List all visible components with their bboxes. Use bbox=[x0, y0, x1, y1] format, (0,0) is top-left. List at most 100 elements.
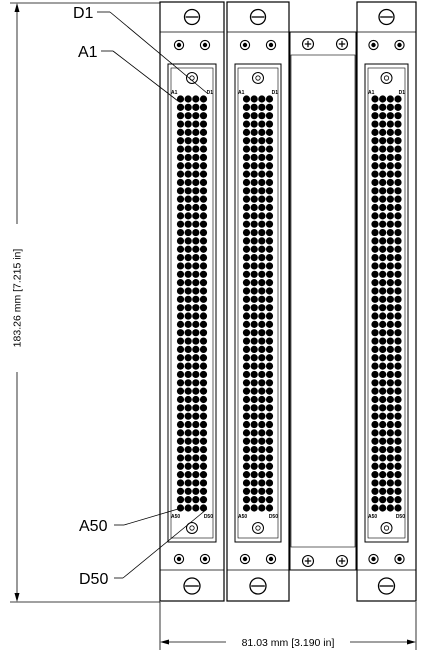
pin-label-bottom-left: A50 bbox=[368, 514, 377, 520]
contact-pin bbox=[386, 454, 394, 462]
contact-pin bbox=[265, 279, 274, 287]
contact-pin bbox=[258, 420, 266, 429]
contact-pin bbox=[184, 387, 192, 395]
contact-pin bbox=[250, 337, 258, 345]
leader-line-a1 bbox=[112, 50, 179, 102]
contact-pin bbox=[379, 170, 387, 178]
contact-pin bbox=[265, 479, 274, 487]
connector-housing bbox=[234, 63, 282, 543]
mounting-hole-icon bbox=[394, 39, 405, 51]
contact-pin bbox=[242, 362, 251, 370]
contact-pin bbox=[394, 420, 402, 429]
contact-pin bbox=[371, 362, 379, 370]
contact-pin bbox=[394, 137, 402, 145]
contact-pin bbox=[265, 345, 274, 354]
contact-pin bbox=[242, 203, 251, 212]
contact-pin bbox=[176, 237, 185, 245]
contact-pin bbox=[371, 320, 379, 328]
contact-pin bbox=[242, 262, 251, 270]
contact-pin bbox=[371, 412, 379, 420]
pin-label-top-right: D1 bbox=[207, 90, 214, 96]
contact-pin bbox=[379, 387, 387, 395]
contact-pin bbox=[394, 245, 402, 253]
contact-pin bbox=[394, 103, 402, 111]
contact-pin bbox=[386, 245, 394, 253]
leader-line-a50 bbox=[123, 508, 179, 526]
contact-pin bbox=[242, 312, 251, 320]
contact-pin bbox=[192, 253, 200, 262]
contact-pin bbox=[394, 203, 402, 212]
contact-pin bbox=[394, 462, 402, 470]
contact-pin bbox=[394, 362, 402, 370]
contact-pin bbox=[394, 279, 402, 287]
contact-pin bbox=[199, 454, 208, 462]
contact-pin bbox=[265, 354, 274, 362]
contact-pin bbox=[265, 362, 274, 370]
contact-pin bbox=[265, 395, 274, 404]
contact-pin bbox=[371, 187, 379, 195]
contact-pin bbox=[371, 162, 379, 170]
contact-pin bbox=[258, 395, 266, 404]
contact-pin bbox=[242, 345, 251, 354]
contact-pin bbox=[192, 504, 200, 512]
contact-pin bbox=[265, 404, 274, 412]
contact-pin bbox=[192, 145, 200, 153]
contact-pin bbox=[250, 178, 258, 187]
contact-pin bbox=[371, 496, 379, 504]
contact-pin bbox=[192, 237, 200, 245]
contact-pin bbox=[394, 329, 402, 337]
contact-pin bbox=[176, 354, 185, 362]
contact-pin bbox=[265, 487, 274, 495]
contact-pin bbox=[379, 370, 387, 379]
contact-pin bbox=[386, 253, 394, 262]
mounting-hole-icon bbox=[394, 553, 405, 565]
contact-pin bbox=[192, 395, 200, 404]
contact-pin bbox=[379, 279, 387, 287]
contact-pin bbox=[176, 412, 185, 420]
slotted-screw-icon bbox=[183, 8, 201, 26]
contact-pin bbox=[199, 137, 208, 145]
contact-pin bbox=[250, 445, 258, 454]
key-circle-top bbox=[186, 72, 198, 84]
contact-pin bbox=[394, 220, 402, 228]
contact-pin bbox=[265, 496, 274, 504]
contact-pin bbox=[394, 237, 402, 245]
contact-pin bbox=[250, 220, 258, 228]
contact-pin bbox=[258, 245, 266, 253]
contact-pin bbox=[265, 145, 274, 153]
contact-pin bbox=[199, 245, 208, 253]
contact-pin bbox=[371, 445, 379, 454]
contact-pin bbox=[192, 496, 200, 504]
contact-pin bbox=[192, 387, 200, 395]
contact-pin bbox=[184, 471, 192, 479]
contact-pin bbox=[184, 237, 192, 245]
callout-a1-label: A1 bbox=[78, 44, 98, 61]
contact-pin bbox=[199, 387, 208, 395]
contact-pin bbox=[371, 295, 379, 303]
contact-pin bbox=[176, 395, 185, 404]
contact-pin bbox=[258, 153, 266, 162]
contact-pin bbox=[386, 128, 394, 136]
contact-pin bbox=[379, 295, 387, 303]
slotted-screw-icon bbox=[183, 577, 201, 595]
contact-pin bbox=[258, 412, 266, 420]
contact-pin bbox=[258, 462, 266, 470]
contact-pin bbox=[192, 245, 200, 253]
contact-pin bbox=[176, 253, 185, 262]
contact-pin bbox=[242, 279, 251, 287]
contact-pin bbox=[386, 103, 394, 111]
contact-pin bbox=[379, 195, 387, 203]
pin-label-bottom-left: A50 bbox=[238, 514, 247, 520]
contact-pin bbox=[394, 395, 402, 404]
contact-pin bbox=[192, 279, 200, 287]
contact-pin bbox=[199, 212, 208, 220]
contact-pin bbox=[379, 404, 387, 412]
contact-pin bbox=[394, 212, 402, 220]
contact-pin bbox=[386, 287, 394, 295]
height-label-bg bbox=[11, 224, 23, 372]
contact-pin bbox=[371, 203, 379, 212]
contact-pin bbox=[199, 412, 208, 420]
